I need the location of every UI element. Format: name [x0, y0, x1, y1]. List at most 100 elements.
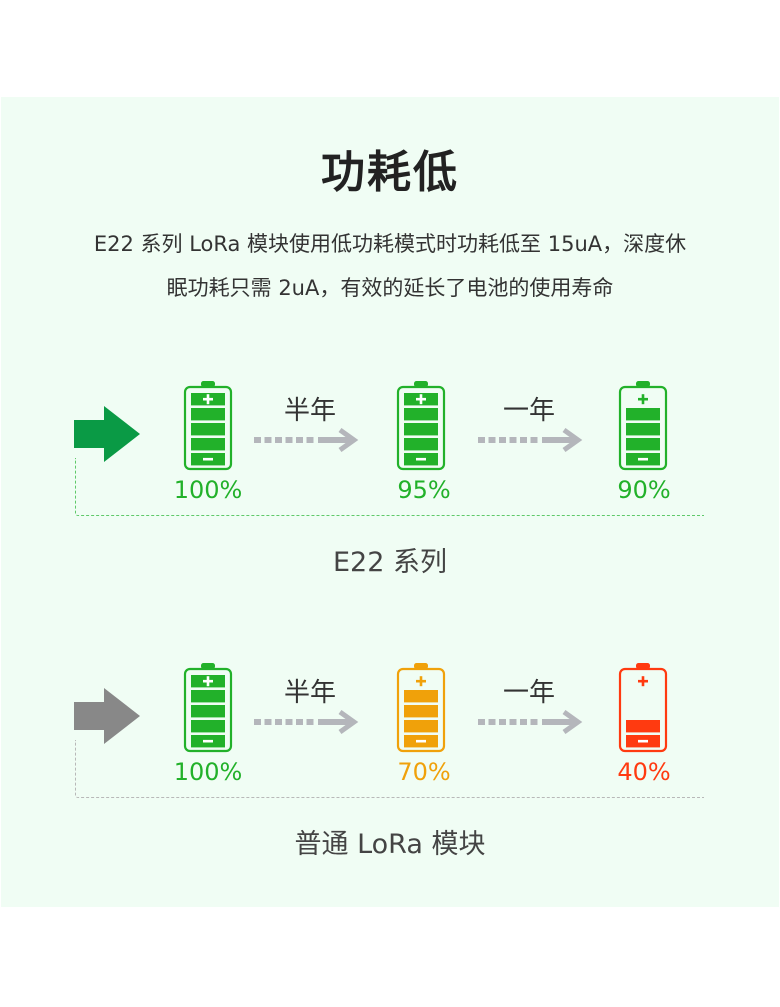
dot	[520, 437, 527, 443]
battery-cap	[636, 663, 650, 669]
battery-cap	[201, 663, 215, 669]
battery-cap	[414, 381, 428, 387]
battery-icon	[618, 663, 668, 753]
battery-body	[618, 667, 668, 753]
dot	[306, 437, 314, 443]
dot	[296, 437, 303, 443]
dotted-arrow-icon	[478, 709, 586, 735]
battery-percent-label: 95%	[397, 476, 451, 504]
dot	[478, 719, 485, 725]
dot	[264, 719, 272, 725]
description-line-1: E22 系列 LoRa 模块使用低功耗模式时功耗低至 15uA，深度休	[93, 232, 687, 256]
dotted-arrow-icon	[254, 709, 362, 735]
battery-body	[396, 667, 446, 753]
dot	[285, 437, 293, 443]
dot	[478, 437, 485, 443]
battery-body	[183, 667, 233, 753]
battery-cap	[201, 381, 215, 387]
battery-icon	[618, 381, 668, 471]
dot	[530, 719, 538, 725]
dashed-bracket	[75, 740, 704, 798]
dot	[488, 437, 496, 443]
battery-percent-label: 90%	[617, 476, 671, 504]
battery-bar	[191, 438, 225, 451]
battery-bar	[404, 720, 438, 733]
period-label: 一年	[502, 678, 555, 708]
period-label: 一年	[502, 396, 555, 426]
battery-bar	[191, 720, 225, 733]
battery-cap	[414, 663, 428, 669]
dot	[275, 437, 282, 443]
dot	[254, 437, 261, 443]
battery-icon	[183, 381, 233, 471]
plus-icon-vertical	[206, 676, 210, 687]
minus-icon	[203, 457, 213, 461]
battery-cap	[636, 381, 650, 387]
battery-bar	[626, 423, 660, 436]
plus-icon-vertical	[419, 676, 423, 687]
battery-body	[183, 385, 233, 471]
dot	[499, 719, 506, 725]
arrow-shaft	[542, 437, 576, 443]
right-arrow-icon	[74, 688, 140, 744]
battery-bar	[626, 720, 660, 733]
dot	[509, 719, 517, 725]
dotted-arrow-icon	[478, 427, 586, 453]
arrow-shaft	[542, 719, 576, 725]
plus-icon-vertical	[641, 676, 645, 687]
battery-body	[396, 385, 446, 471]
dot	[509, 437, 517, 443]
group-label: E22 系列	[333, 547, 447, 578]
battery-icon	[396, 381, 446, 471]
content-panel	[1, 97, 779, 907]
battery-percent-label: 70%	[397, 758, 451, 786]
battery-icon	[183, 663, 233, 753]
battery-bar	[191, 408, 225, 421]
page-title: 功耗低	[321, 147, 459, 198]
dashed-bracket	[75, 458, 704, 516]
battery-percent-label: 100%	[173, 758, 243, 786]
plus-icon-vertical	[641, 394, 645, 405]
group-label: 普通 LoRa 模块	[294, 829, 486, 860]
battery-bar	[404, 705, 438, 718]
arrow-head	[562, 427, 583, 453]
arrow-head	[338, 709, 359, 735]
battery-bar	[404, 423, 438, 436]
minus-icon	[416, 457, 426, 461]
battery-bar	[191, 423, 225, 436]
dot	[254, 719, 261, 725]
dot	[520, 719, 527, 725]
battery-bar	[404, 690, 438, 703]
dot	[499, 437, 506, 443]
dot	[306, 719, 314, 725]
minus-icon	[638, 457, 648, 461]
dot	[530, 437, 538, 443]
description-line-2: 眠功耗只需 2uA，有效的延长了电池的使用寿命	[166, 276, 614, 300]
battery-bar	[404, 438, 438, 451]
dotted-arrow-icon	[254, 427, 362, 453]
dot	[488, 719, 496, 725]
battery-body	[618, 385, 668, 471]
period-label: 半年	[283, 678, 336, 708]
battery-icon	[396, 663, 446, 753]
battery-bar	[626, 408, 660, 421]
plus-icon-vertical	[419, 394, 423, 405]
plus-icon-vertical	[206, 394, 210, 405]
arrow-head	[562, 709, 583, 735]
right-arrow-icon	[74, 406, 140, 462]
battery-percent-label: 100%	[173, 476, 243, 504]
minus-icon	[416, 739, 426, 743]
minus-icon	[638, 739, 648, 743]
battery-percent-label: 40%	[617, 758, 671, 786]
dot	[275, 719, 282, 725]
arrow-shaft	[318, 437, 352, 443]
dot	[264, 437, 272, 443]
battery-bar	[626, 438, 660, 451]
arrow-shape	[74, 406, 140, 462]
battery-bar	[404, 408, 438, 421]
dot	[285, 719, 293, 725]
minus-icon	[203, 739, 213, 743]
dot	[296, 719, 303, 725]
period-label: 半年	[283, 396, 336, 426]
arrow-shape	[74, 688, 140, 744]
